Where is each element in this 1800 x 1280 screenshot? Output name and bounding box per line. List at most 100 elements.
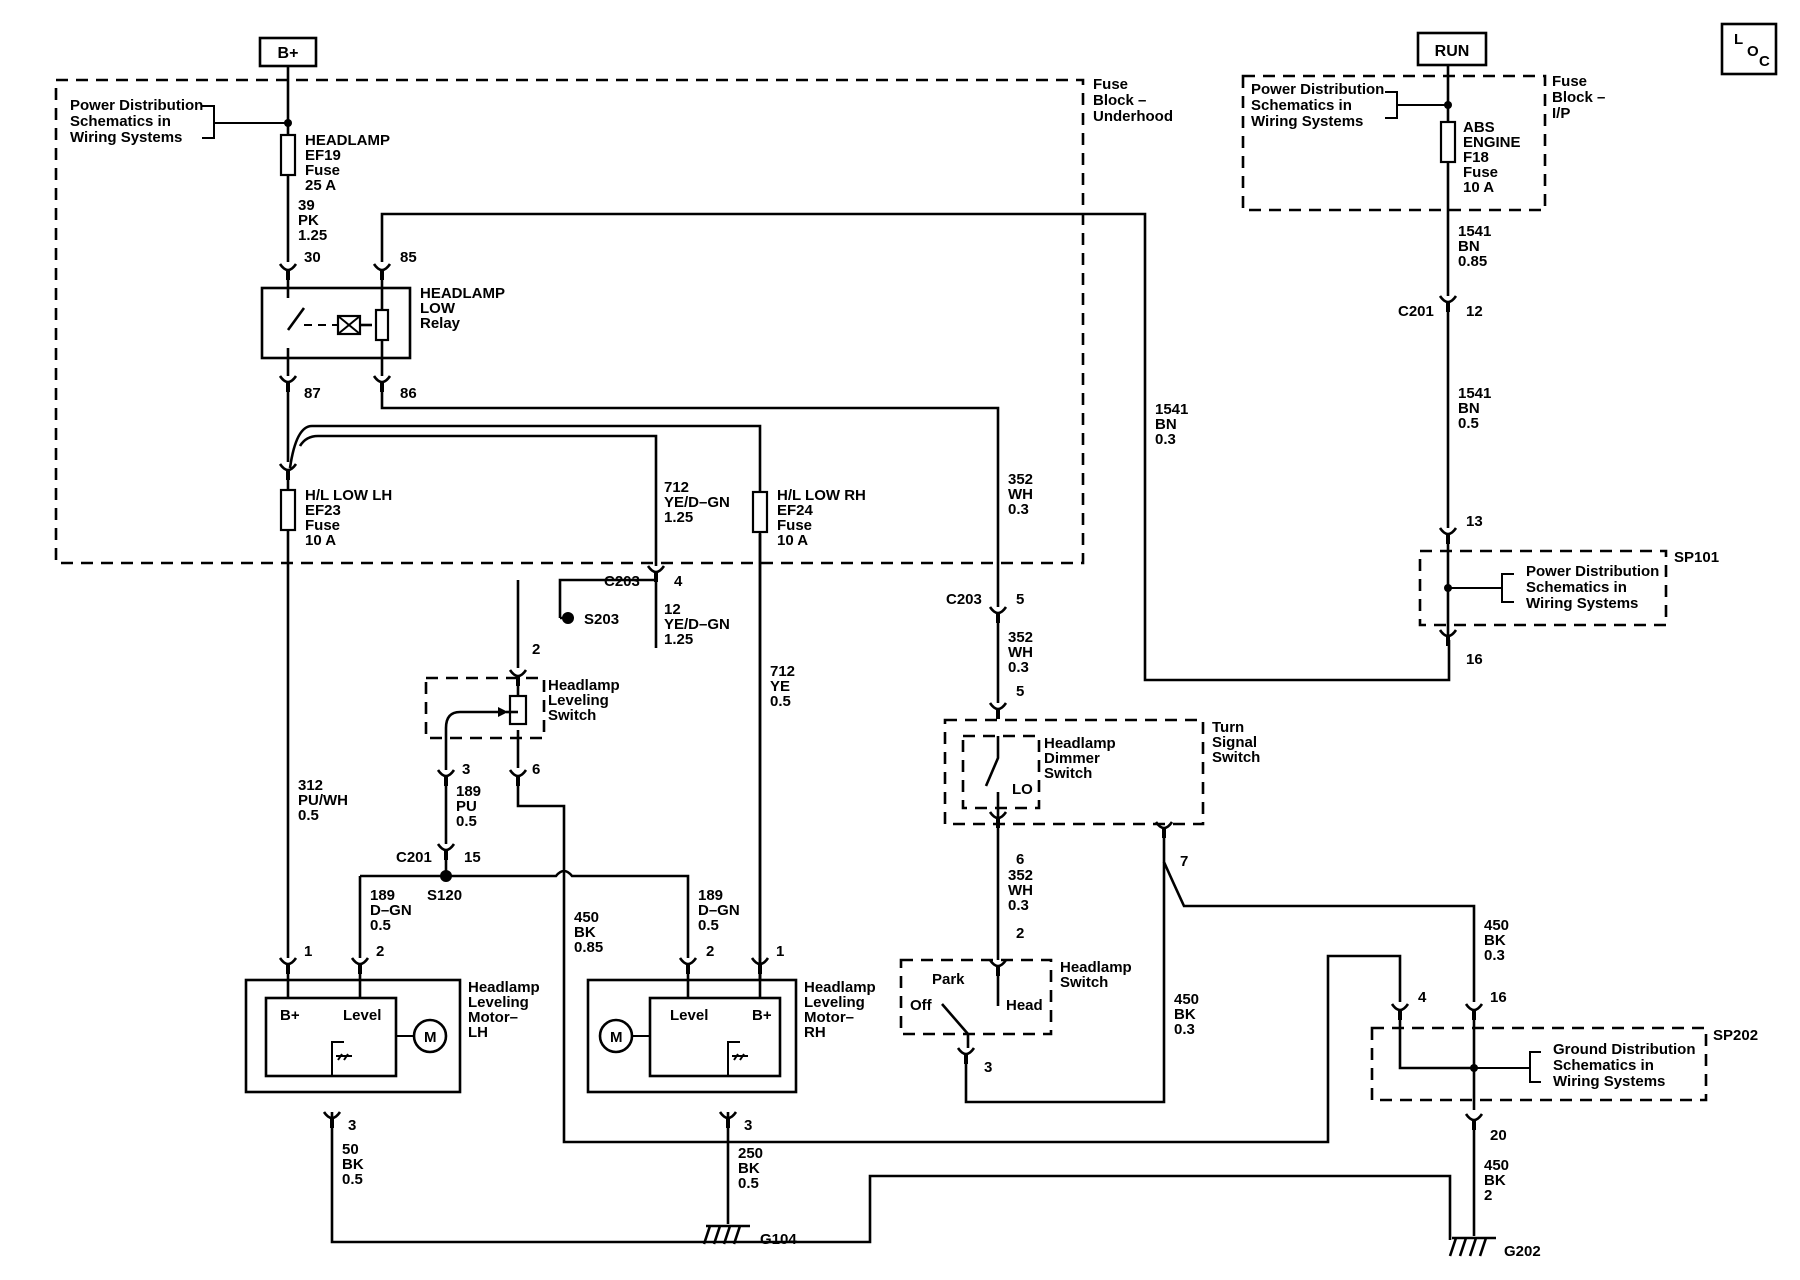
svg-text:B+: B+ [280, 1007, 300, 1024]
svg-text:3: 3 [744, 1117, 752, 1134]
svg-text:13: 13 [1466, 513, 1483, 530]
svg-text:Headlamp: Headlamp [1044, 735, 1116, 752]
wire-label-w712a: 1.25 [664, 509, 693, 526]
svg-text:Fuse: Fuse [305, 162, 340, 179]
svg-text:Park: Park [932, 971, 965, 988]
power-distribution-ref-underhood: Power Distribution Schematics in Wiring … [70, 97, 288, 146]
wire-label-w352c: 0.3 [1008, 897, 1029, 914]
svg-text:Level: Level [670, 1007, 708, 1024]
connector-terminal-pin [286, 382, 290, 392]
svg-text:B+: B+ [752, 1007, 772, 1024]
relay-pin-87: 87 [304, 385, 321, 402]
wire-labels: 39PK1.25712YE/D–GN1.25712YE0.512YE/D–GN1… [298, 197, 1509, 1204]
loc-c: C [1759, 53, 1770, 70]
wire-label-w12: 12 [664, 601, 681, 618]
svg-text:Head: Head [1006, 997, 1043, 1014]
wire-label-w12: YE/D–GN [664, 616, 730, 633]
svg-text:LH: LH [468, 1024, 488, 1041]
connector-terminal [278, 375, 298, 384]
wire-label-w1541b: BN [1458, 400, 1480, 417]
relay-pin-85: 85 [400, 249, 417, 266]
svg-text:2: 2 [376, 943, 384, 960]
headlamp-leveling-switch: Headlamp Leveling Switch 2 3 6 [462, 641, 620, 778]
svg-text:Headlamp: Headlamp [804, 979, 876, 996]
svg-text:H/L LOW RH: H/L LOW RH [777, 487, 866, 504]
wire-label-w450b: BK [1484, 932, 1506, 949]
svg-text:Motor–: Motor– [804, 1009, 854, 1026]
svg-text:25 A: 25 A [305, 177, 336, 194]
splice-s203 [562, 612, 574, 624]
connector-terminal-pin [1398, 1010, 1402, 1020]
fuse-ef19: HEADLAMP EF19 Fuse 25 A [279, 132, 390, 194]
headlamp-switch: Park Off Head Headlamp Switch 2 3 [910, 925, 1132, 1076]
svg-text:EF19: EF19 [305, 147, 341, 164]
wire-label-w352b: 352 [1008, 629, 1033, 646]
wire-label-w250: BK [738, 1160, 760, 1177]
wire-label-w189lh: 0.5 [370, 917, 391, 934]
wire-label-w352b: WH [1008, 644, 1033, 661]
leveling-switch-boundary [424, 676, 546, 740]
svg-text:Wiring Systems: Wiring Systems [1526, 595, 1638, 612]
connector-terminal [1438, 295, 1458, 304]
connector-terminal-pin [516, 676, 520, 686]
svg-text:Wiring Systems: Wiring Systems [70, 129, 182, 146]
splice-s120 [440, 870, 452, 882]
connector-terminal-pin [654, 572, 658, 582]
svg-text:Turn: Turn [1212, 719, 1244, 736]
connector-terminal-pin [516, 776, 520, 786]
svg-text:Leveling: Leveling [468, 994, 529, 1011]
bplus-source: B+ [258, 36, 318, 68]
connector-terminal [278, 263, 298, 272]
fuse-block-ip-label-2: Block – [1552, 89, 1605, 106]
connector-terminal [436, 769, 456, 778]
svg-text:Fuse: Fuse [1463, 164, 1498, 181]
wire-label-w1541c: 0.3 [1155, 431, 1176, 448]
connector-terminal-pin [380, 270, 384, 280]
fuse-ef23: H/L LOW LH EF23 Fuse 10 A [279, 487, 392, 549]
c203b-label: C203 [946, 591, 982, 608]
svg-text:10 A: 10 A [1463, 179, 1494, 196]
splice-sp101 [1444, 584, 1452, 592]
svg-text:20: 20 [1490, 1127, 1507, 1144]
wire-label-w1541a: 1541 [1458, 223, 1491, 240]
wire-label-w50: BK [342, 1156, 364, 1173]
wire-label-w12: 1.25 [664, 631, 693, 648]
s203-label: S203 [584, 611, 619, 628]
connector-terminal-pin [1446, 302, 1450, 312]
wire-label-w450c: 0.3 [1174, 1021, 1195, 1038]
wire-label-w450c: BK [1174, 1006, 1196, 1023]
connector-terminal-pin [1472, 1120, 1476, 1130]
headlamp-switch-boundary [899, 958, 1053, 1036]
svg-text:Headlamp: Headlamp [1060, 959, 1132, 976]
wire-label-w450d: 450 [1484, 1157, 1509, 1174]
wire-label-w352a: 352 [1008, 471, 1033, 488]
wire-label-w312: PU/WH [298, 792, 348, 809]
svg-text:Power Distribution: Power Distribution [1526, 563, 1659, 580]
connector-terminal [678, 957, 698, 966]
wire-label-w352c: WH [1008, 882, 1033, 899]
svg-text:Switch: Switch [1060, 974, 1108, 991]
wire-label-w1541b: 1541 [1458, 385, 1491, 402]
wire-label-w450c: 450 [1174, 991, 1199, 1008]
connector-terminal [508, 669, 528, 678]
svg-text:1: 1 [304, 943, 312, 960]
svg-text:LO: LO [1012, 781, 1033, 798]
wire-label-w189lh: D–GN [370, 902, 412, 919]
connector-terminal [372, 263, 392, 272]
svg-text:Power Distribution: Power Distribution [1251, 81, 1384, 98]
svg-text:HEADLAMP: HEADLAMP [305, 132, 390, 149]
connector-terminal [956, 1047, 976, 1056]
svg-text:Relay: Relay [420, 315, 461, 332]
wire-label-w450d: 2 [1484, 1187, 1492, 1204]
terminals [278, 263, 1484, 1130]
svg-text:4: 4 [1418, 989, 1427, 1006]
connector-terminal-pin [1446, 534, 1450, 544]
svg-text:Leveling: Leveling [804, 994, 865, 1011]
wire-label-w450b: 0.3 [1484, 947, 1505, 964]
svg-text:Schematics in: Schematics in [1526, 579, 1627, 596]
wire-label-w312: 0.5 [298, 807, 319, 824]
wire-label-w1541a: 0.85 [1458, 253, 1487, 270]
wire-label-w189lh: 189 [370, 887, 395, 904]
svg-text:1: 1 [776, 943, 784, 960]
